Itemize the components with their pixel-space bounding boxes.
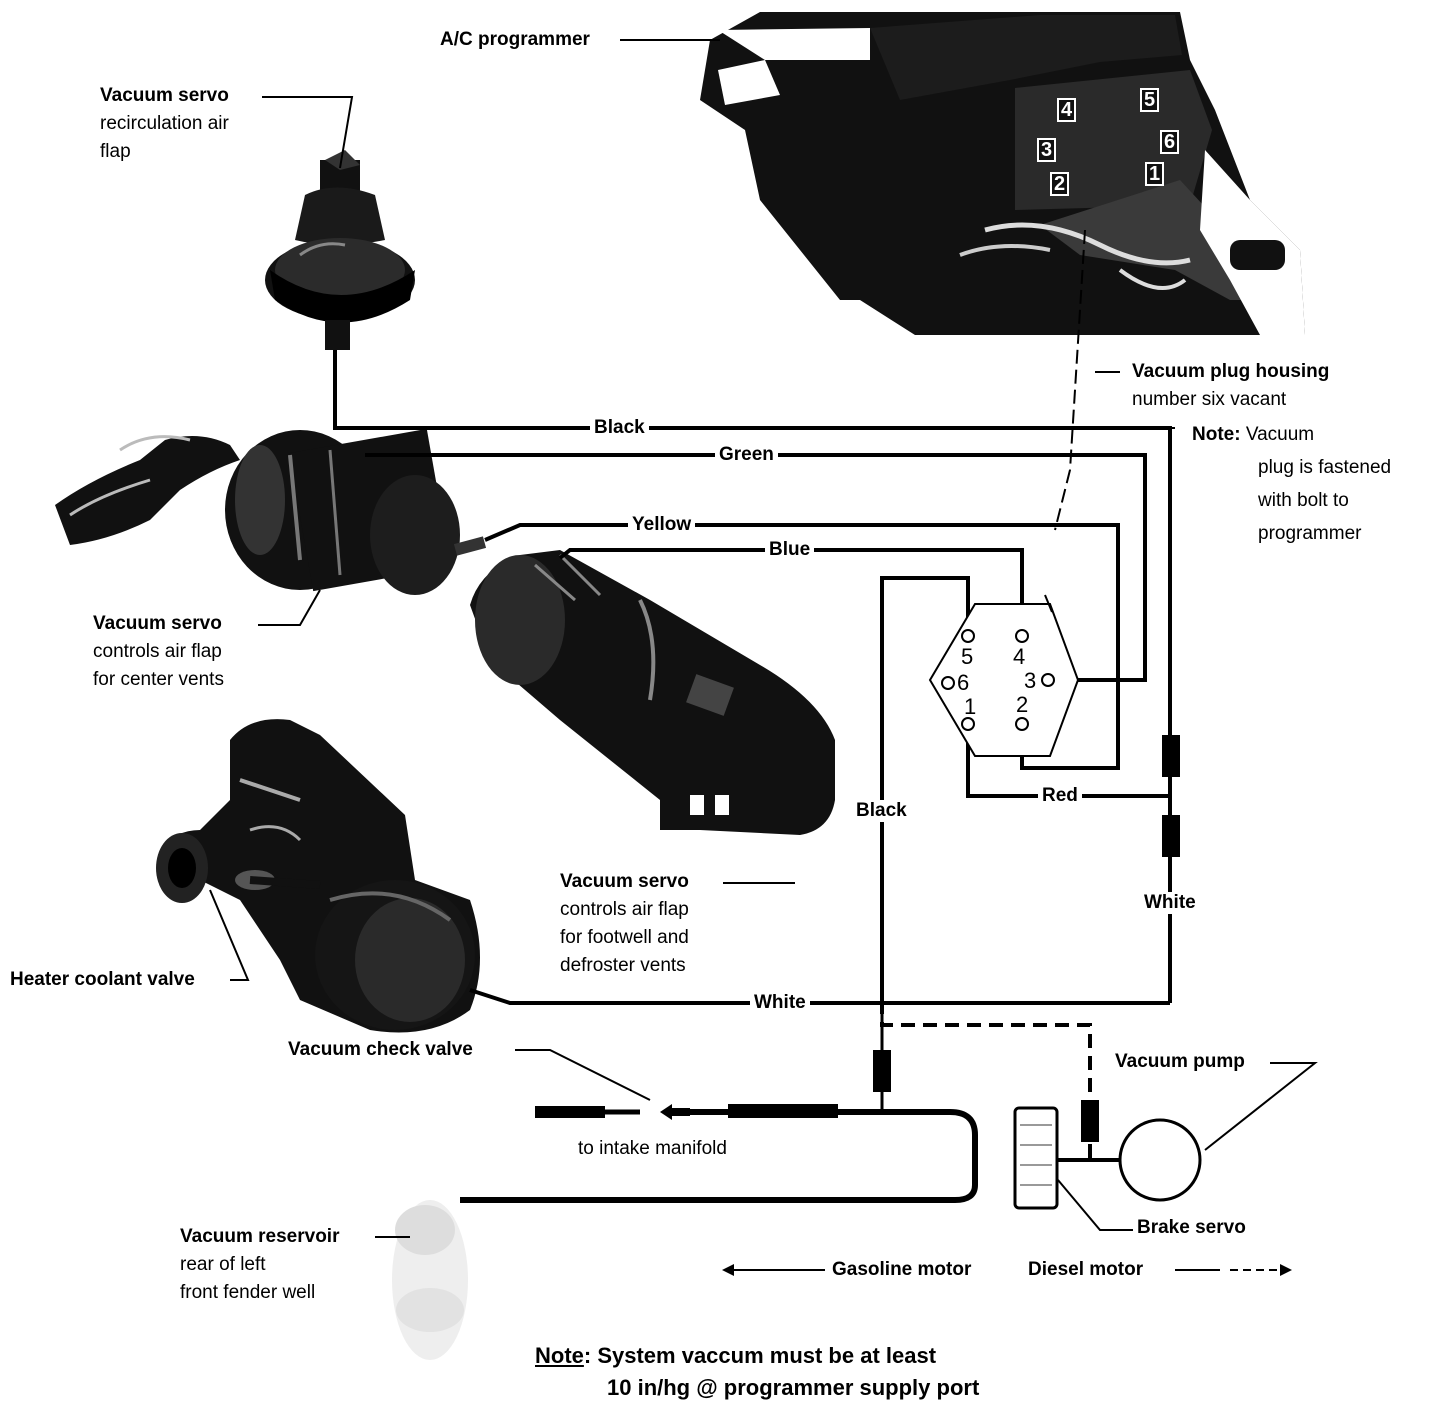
ac-programmer-label: A/C programmer — [440, 29, 590, 50]
red-line — [966, 730, 1170, 798]
wire-label-yellow: Yellow — [628, 514, 696, 536]
diesel-motor-label: Diesel motor — [1028, 1259, 1144, 1280]
fitting-black-line — [873, 1050, 891, 1092]
servo-center-label: Vacuum servo controls air flap for cente… — [93, 613, 224, 690]
brake-servo-symbol — [1013, 1106, 1059, 1210]
servo-footwell-label: Vacuum servo controls air flap for footw… — [560, 871, 689, 976]
reservoir-image — [392, 1200, 468, 1360]
programmer-port-4: 4 — [1057, 98, 1077, 122]
wire-label-blue: Blue — [765, 539, 815, 561]
main-vacuum-line — [460, 1109, 978, 1203]
programmer-port-3: 3 — [1037, 138, 1057, 162]
gasoline-motor-label: Gasoline motor — [832, 1259, 972, 1280]
main-hose-segment — [728, 1104, 838, 1118]
connector-port-2: 2 — [1016, 692, 1029, 717]
black-line-mid — [880, 576, 970, 1000]
servo-recirculation-image — [265, 150, 415, 350]
wire-label-red: Red — [1038, 785, 1082, 807]
check-valve-label: Vacuum check valve — [288, 1039, 473, 1060]
wire-label-black-mid: Black — [852, 800, 911, 822]
reservoir-label: Vacuum reservoir rear of left front fend… — [180, 1226, 340, 1303]
programmer-port-2: 2 — [1050, 172, 1070, 196]
connector-port-5: 5 — [961, 644, 974, 669]
programmer-port-5: 5 — [1140, 88, 1160, 112]
heater-valve-label: Heater coolant valve — [10, 969, 195, 990]
connector-port-1: 1 — [964, 694, 977, 719]
vacuum-pump-label: Vacuum pump — [1115, 1051, 1245, 1072]
heater-valve-image — [156, 719, 480, 1033]
black-line-top — [333, 350, 1172, 735]
white-line-bottom — [469, 988, 1170, 1005]
connector-port-4: 4 — [1013, 644, 1026, 669]
motor-arrows — [722, 1264, 1292, 1276]
plug-pointer — [1054, 229, 1086, 531]
servo-footwell-image — [470, 550, 835, 835]
connector-port-3: 3 — [1024, 668, 1037, 693]
diesel-dashed-line — [880, 1000, 1092, 1160]
vacuum-pump-symbol — [1118, 1118, 1202, 1202]
wire-label-white-bottom: White — [750, 992, 810, 1014]
servo-recirc-label: Vacuum servo recirculation air flap — [100, 85, 229, 162]
intake-hose — [535, 1106, 605, 1118]
yellow-line — [484, 523, 1120, 770]
servo-center-image — [55, 428, 487, 595]
wire-label-white-right: White — [1140, 892, 1200, 914]
wire-label-green: Green — [715, 444, 778, 466]
fitting-diesel — [1081, 1100, 1099, 1142]
fitting-white-upper — [1162, 735, 1180, 777]
programmer-port-1: 1 — [1145, 162, 1165, 186]
fitting-white-lower — [1162, 815, 1180, 857]
programmer-port-6: 6 — [1160, 130, 1180, 154]
connector-port-6: 6 — [957, 670, 970, 695]
intake-label: to intake manifold — [578, 1138, 727, 1159]
plug-housing-label: Vacuum plug housing number six vacant — [1132, 361, 1330, 410]
wire-label-black-top: Black — [590, 417, 649, 439]
vacuum-plug-connector — [928, 594, 1080, 757]
system-vacuum-note: Note: System vaccum must be at least 10 … — [535, 1343, 980, 1400]
brake-servo-label: Brake servo — [1137, 1217, 1246, 1238]
plug-note-label: Note: Vacuum plug is fastened with bolt … — [1192, 424, 1392, 544]
check-valve-symbol — [660, 1104, 690, 1120]
